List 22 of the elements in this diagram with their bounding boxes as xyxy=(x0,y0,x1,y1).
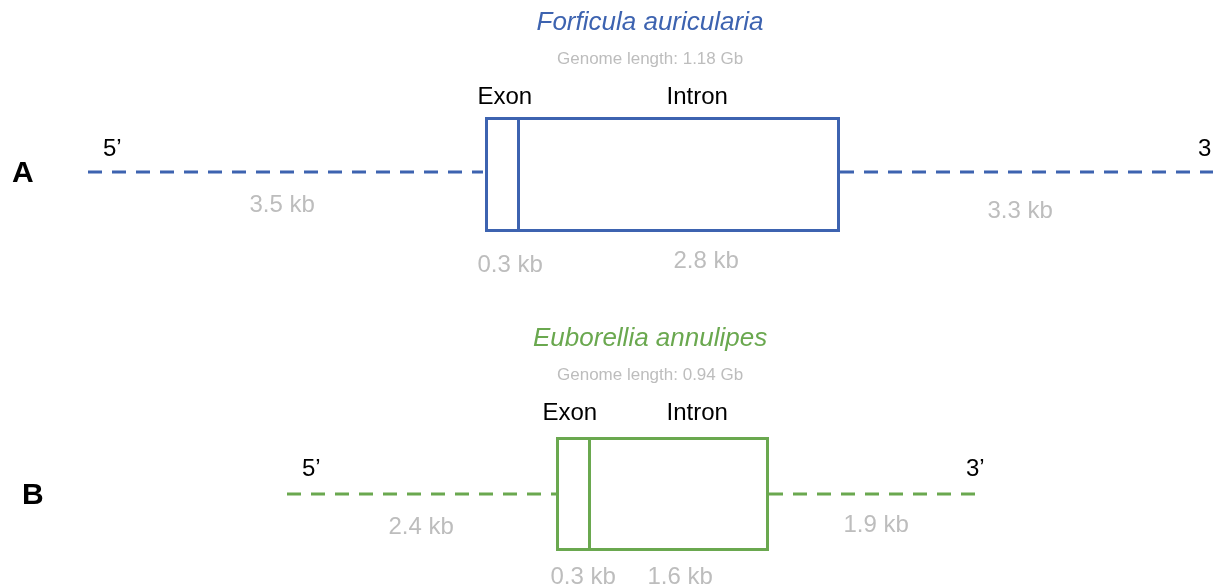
length-label: 1.9 kb xyxy=(843,512,909,536)
five-prime-label: 5’ xyxy=(103,136,122,160)
intron-heading: Intron xyxy=(666,84,728,108)
intron-heading: Intron xyxy=(666,400,728,424)
length-label: 3.3 kb xyxy=(987,198,1053,222)
five-prime-label: 5’ xyxy=(302,456,321,480)
exon-heading: Exon xyxy=(542,400,598,424)
length-label: 2.8 kb xyxy=(673,248,739,272)
three-prime-label: 3’ xyxy=(966,456,985,480)
three-prime-label: 3 xyxy=(1198,136,1212,160)
length-label: 1.6 kb xyxy=(647,564,713,588)
length-label: 2.4 kb xyxy=(388,514,454,538)
panel-letter: A xyxy=(12,157,34,187)
exon-heading: Exon xyxy=(477,84,533,108)
length-label: 3.5 kb xyxy=(249,192,315,216)
length-label: 0.3 kb xyxy=(550,564,616,588)
genome-length-note: Genome length: 0.94 Gb xyxy=(557,366,744,383)
length-label: 0.3 kb xyxy=(477,252,543,276)
genome-length-note: Genome length: 1.18 Gb xyxy=(557,50,744,67)
species-name: Forficula auricularia xyxy=(536,8,764,34)
panel-letter: B xyxy=(22,479,44,509)
species-name: Euborellia annulipes xyxy=(533,324,768,350)
